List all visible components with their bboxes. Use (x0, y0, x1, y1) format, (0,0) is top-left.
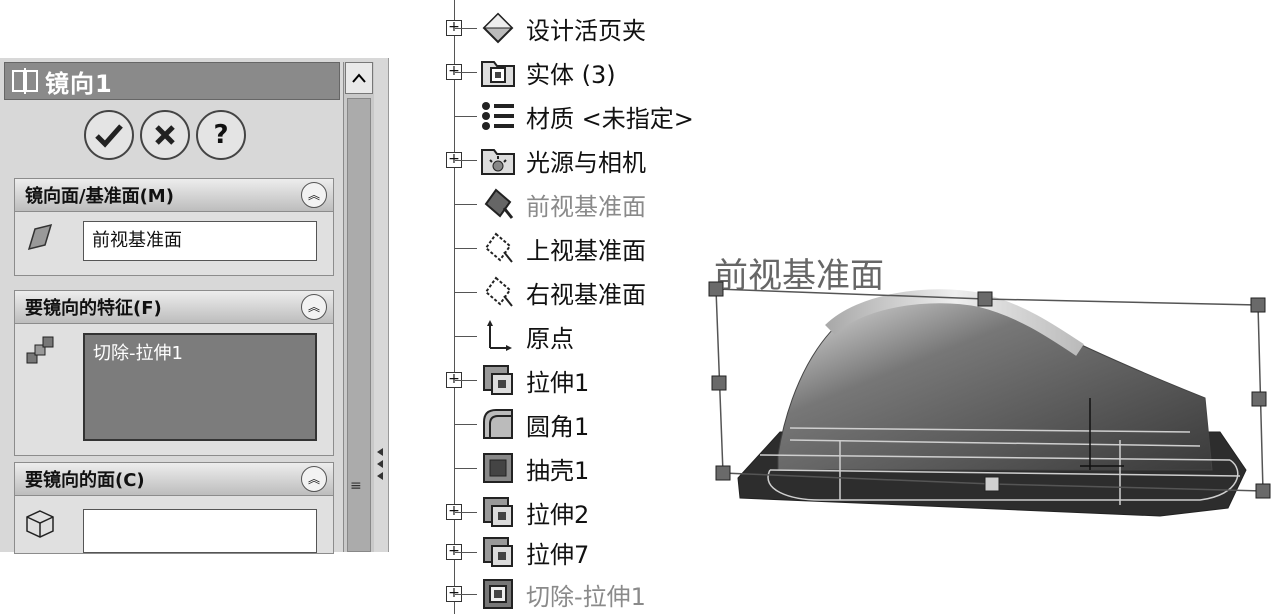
collapse-icon[interactable]: ︽ (301, 466, 327, 492)
scroll-thumb[interactable] (347, 98, 371, 552)
tree-item-label: 切除-拉伸1 (526, 582, 646, 611)
tree-item-label: 上视基准面 (526, 236, 646, 265)
plane-face-icon (27, 223, 53, 251)
face-cube-icon (26, 510, 54, 538)
faces-to-mirror-group: 要镜向的面(C) ︽ (14, 462, 334, 554)
vertical-scrollbar[interactable] (343, 62, 374, 552)
ok-button[interactable] (84, 110, 134, 160)
features-to-mirror-group: 要镜向的特征(F) ︽ 切除-拉伸1 (14, 290, 334, 456)
tree-item-label: 设计活页夹 (526, 16, 646, 45)
help-button[interactable]: ? (196, 110, 246, 160)
features-to-mirror-list[interactable]: 切除-拉伸1 (83, 333, 317, 441)
tree-item-label: 抽壳1 (526, 456, 590, 485)
mirror-plane-group-label: 镜向面/基准面(M) (25, 186, 174, 207)
scroll-up-button[interactable] (345, 62, 373, 94)
material-icon (482, 102, 514, 130)
check-icon (95, 124, 123, 148)
help-icon: ? (213, 120, 229, 150)
tree-item-label: 右视基准面 (526, 280, 646, 309)
x-icon (155, 125, 175, 145)
model-viewport[interactable] (700, 240, 1272, 540)
extrude-icon (483, 537, 513, 567)
tree-item-label: 拉伸1 (526, 368, 590, 397)
property-manager-panel: 镜向1 ≡ ? 镜向面/基准面(M) ︽ (0, 58, 389, 554)
feature-manager-tree: + 设计活页夹 + 实体 (3) 材质 <未指定> + 光源与相机 前视基准面 … (440, 0, 740, 614)
mirror-plane-group: 镜向面/基准面(M) ︽ 前视基准面 (14, 178, 334, 276)
splitter-grip-icon: ≡ (350, 478, 362, 494)
faces-to-mirror-group-header[interactable]: 要镜向的面(C) ︽ (15, 463, 333, 496)
origin-icon (487, 320, 512, 351)
extrude-icon (483, 497, 513, 527)
mirror-feature-icon (12, 68, 38, 94)
fillet-icon (483, 409, 513, 439)
features-icon (26, 336, 54, 364)
cut-extrude-icon (483, 579, 513, 609)
tree-item-label: 前视基准面 (526, 192, 646, 221)
design-binder-icon (482, 12, 514, 44)
tree-item-label: 拉伸7 (526, 540, 590, 569)
chevron-up-icon (352, 73, 366, 83)
tree-item-label: 光源与相机 (526, 148, 646, 177)
features-to-mirror-group-label: 要镜向的特征(F) (25, 298, 162, 319)
plane-icon (484, 232, 513, 263)
faces-to-mirror-list[interactable] (83, 509, 317, 553)
features-to-mirror-group-header[interactable]: 要镜向的特征(F) ︽ (15, 291, 333, 324)
tree-item-label: 圆角1 (526, 412, 590, 441)
tree-item-label: 材质 <未指定> (526, 104, 694, 133)
property-manager-header: 镜向1 (4, 62, 340, 100)
collapse-icon[interactable]: ︽ (301, 182, 327, 208)
plane-icon (484, 188, 514, 219)
lights-cameras-icon (481, 149, 515, 175)
tree-item-label: 拉伸2 (526, 500, 590, 529)
tree-item-label: 实体 (3) (526, 60, 616, 89)
collapse-icon[interactable]: ︽ (301, 294, 327, 320)
cancel-button[interactable] (140, 110, 190, 160)
faces-to-mirror-group-label: 要镜向的面(C) (25, 470, 145, 491)
extrude-icon (483, 365, 513, 395)
mirror-plane-field[interactable]: 前视基准面 (83, 221, 317, 261)
tree-item-label: 原点 (526, 324, 574, 353)
solid-bodies-icon (481, 61, 515, 87)
tree-connector-line (454, 0, 455, 614)
action-buttons: ? (84, 110, 246, 160)
panel-splitter-handle[interactable] (373, 448, 387, 488)
property-manager-title: 镜向1 (45, 69, 113, 98)
shell-icon (483, 453, 513, 483)
mirror-plane-group-header[interactable]: 镜向面/基准面(M) ︽ (15, 179, 333, 212)
plane-icon (484, 276, 513, 307)
